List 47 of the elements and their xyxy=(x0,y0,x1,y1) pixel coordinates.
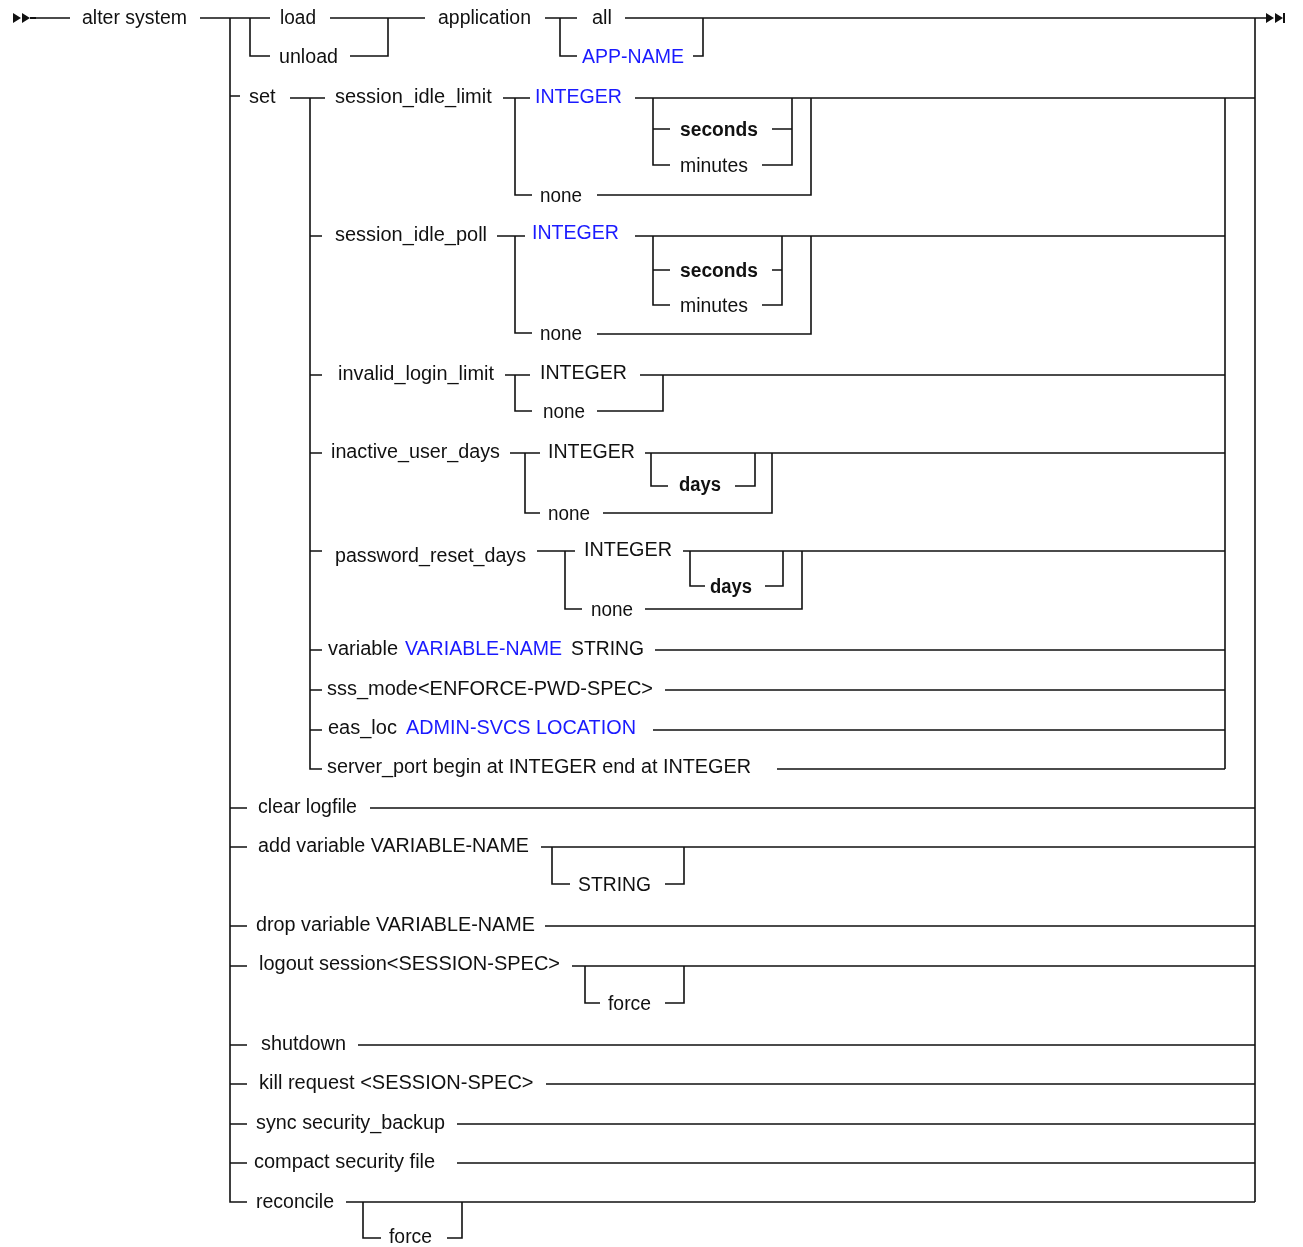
keyword-text: compact security file xyxy=(254,1150,436,1172)
keyword-text: INTEGER xyxy=(540,361,627,383)
keyword-text: unload xyxy=(279,45,338,67)
keyword-text: clear logfile xyxy=(258,795,357,817)
keyword-text: force xyxy=(608,992,651,1014)
keyword-text: days xyxy=(679,473,721,495)
keyword-text: inactive_user_days xyxy=(331,440,500,462)
keyword-text: alter system xyxy=(82,6,187,28)
keyword-text: add variable VARIABLE-NAME xyxy=(258,834,529,856)
keyword-text: sync security_backup xyxy=(256,1111,445,1133)
keyword-text: logout session<SESSION-SPEC> xyxy=(259,952,560,974)
keyword-text: none xyxy=(540,184,582,206)
keyword-text: INTEGER xyxy=(548,440,635,462)
placeholder-text: INTEGER xyxy=(535,85,622,107)
keyword-text: session_idle_limit xyxy=(335,85,492,107)
keyword-text: INTEGER xyxy=(584,538,672,560)
placeholder-text: INTEGER xyxy=(532,221,619,243)
keyword-text: minutes xyxy=(680,294,748,316)
keyword-text: minutes xyxy=(680,154,748,176)
keyword-text: reconcile xyxy=(256,1190,334,1212)
keyword-text: password_reset_days xyxy=(335,544,526,566)
keyword-text: drop variable VARIABLE-NAME xyxy=(256,913,535,935)
keyword-text: all xyxy=(592,6,612,28)
keyword-text: sss_mode<ENFORCE-PWD-SPEC> xyxy=(327,677,653,699)
keyword-text: server_port begin at INTEGER end at INTEGER xyxy=(327,755,751,777)
keyword-text: invalid_login_limit xyxy=(338,362,494,384)
keyword-text: session_idle_poll xyxy=(335,223,487,245)
keyword-text: none xyxy=(591,598,633,620)
keyword-text: days xyxy=(710,575,752,597)
keyword-text: none xyxy=(548,502,590,524)
keyword-text: STRING xyxy=(578,873,651,895)
keyword-text: shutdown xyxy=(261,1032,346,1054)
placeholder-text: APP-NAME xyxy=(582,45,684,67)
keyword-text: seconds xyxy=(680,118,758,140)
keyword-text: force xyxy=(389,1225,432,1247)
keyword-text: none xyxy=(540,322,582,344)
keyword-text: STRING xyxy=(571,637,644,659)
keyword-text: application xyxy=(438,6,531,28)
keyword-text: variable xyxy=(328,637,399,659)
placeholder-text: VARIABLE-NAME xyxy=(405,637,562,659)
keyword-text: set xyxy=(249,85,276,107)
keyword-text: none xyxy=(543,400,585,422)
placeholder-text: ADMIN-SVCS LOCATION xyxy=(406,716,636,738)
keyword-text: kill request <SESSION-SPEC> xyxy=(259,1071,534,1093)
keyword-text: load xyxy=(280,6,316,28)
keyword-text: seconds xyxy=(680,259,758,281)
keyword-text: eas_loc xyxy=(328,716,397,738)
